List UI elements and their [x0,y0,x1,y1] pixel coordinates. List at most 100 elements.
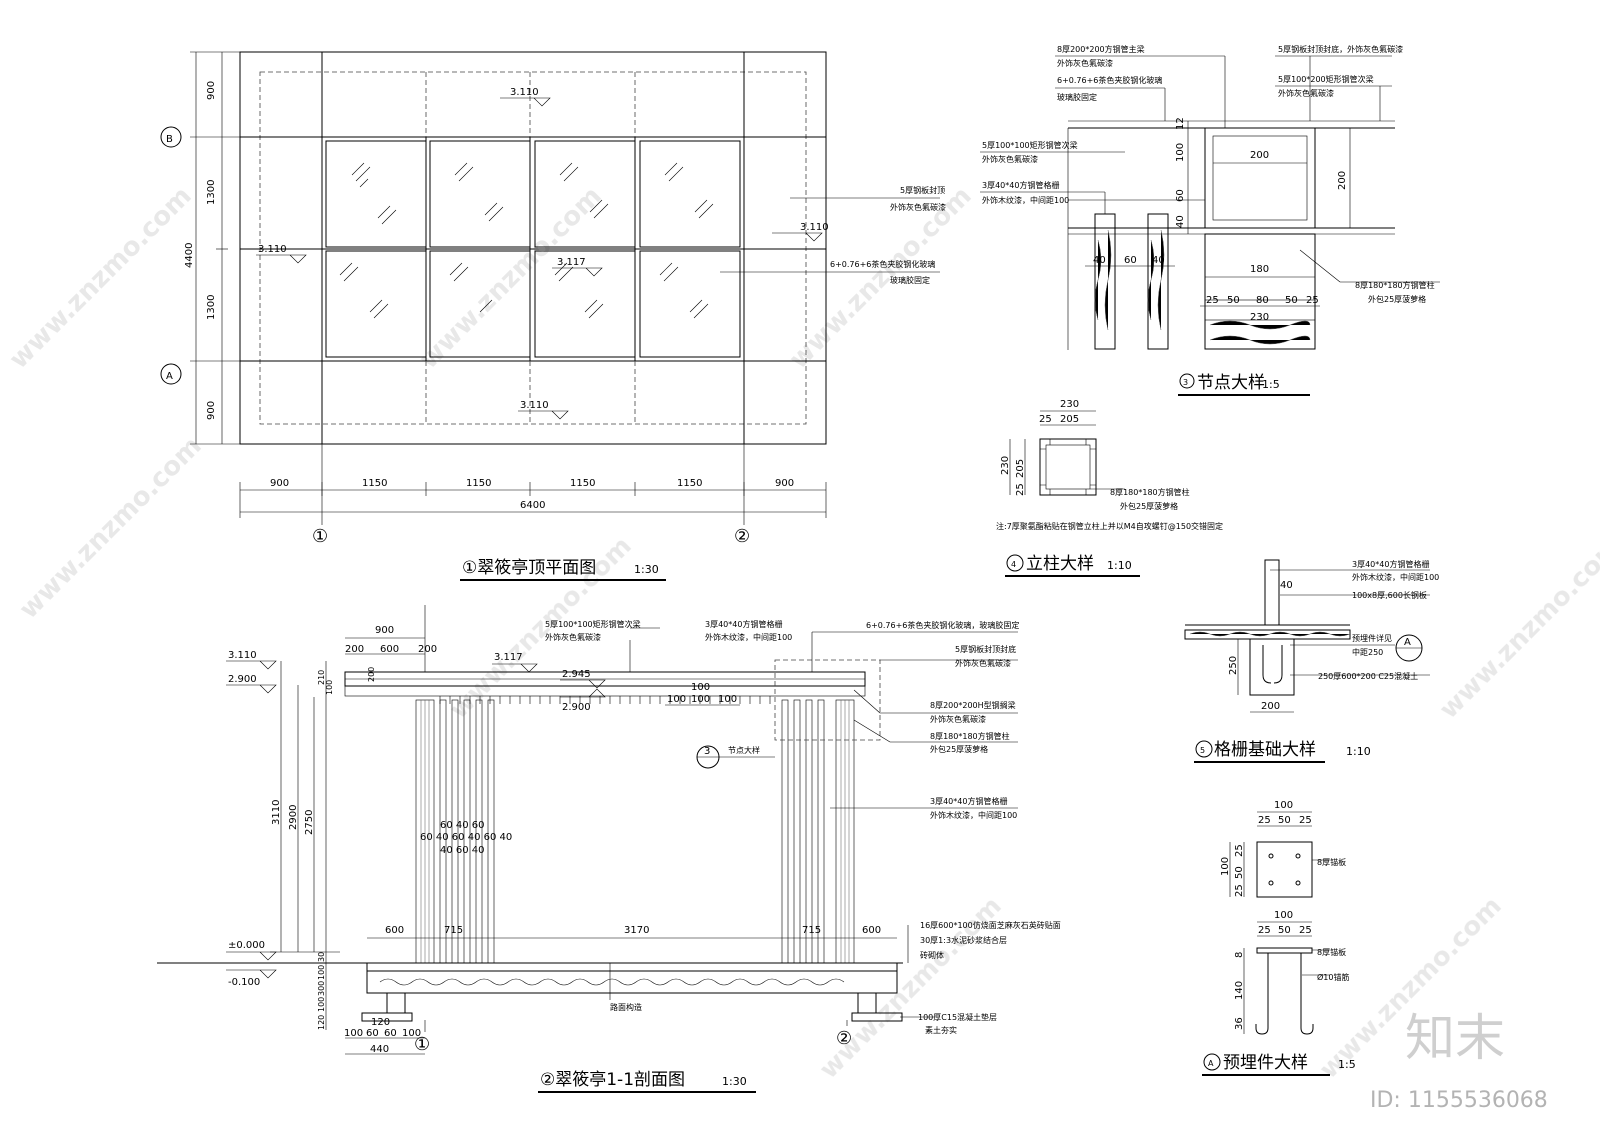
sec-vdim-120: 120 [317,1015,326,1030]
d3-dim-100: 100 [1175,143,1186,162]
d3-note9: 外饰灰色氟碳漆 [982,154,1038,164]
watermark-text: www.znzmo.com [4,181,198,375]
dim-bottom-2: 1150 [362,478,387,489]
d3-note3: 6+0.76+6茶色夹胶钢化玻璃 [1057,75,1162,85]
slat-dims-3: 40 60 40 [440,845,485,856]
node-ref-num: 3 [704,746,710,757]
sec-note-b1: 3厚40*40方钢管格栅 [705,619,782,629]
node-detail-3: 12 100 60 40 200 200 40 60 40 180 25 50 … [980,44,1440,396]
right-column-group [781,699,855,964]
da-dim-25b: 25 [1299,815,1312,826]
d5-note3: 100x8厚,600长钢板 [1352,590,1427,600]
d5-note4: 预埋件详见 [1352,633,1392,643]
plan-scale: 1:30 [634,563,659,576]
sec-vdim-30: 30 [317,952,326,962]
foot-100b: 100 [402,1028,421,1039]
plan-note1a: 5厚钢板封顶 [900,185,945,195]
d5-note6: 250厚600*200 C25混凝土 [1318,671,1418,681]
watermark-text: www.znzmo.com [414,181,608,375]
section-title: ②翠筱亭1-1剖面图 [540,1070,685,1090]
d5-scale: 1:10 [1346,745,1371,758]
sec-elev-2900b: 2.900 [562,702,591,713]
da-dim-25v2: 25 [1234,884,1245,897]
sec-note-h2: 30厚1:3水泥砂浆结合层 [920,935,1007,945]
d5-note5: 中距250 [1352,647,1383,657]
foot-440: 440 [370,1044,389,1055]
sec-dim-200b: 200 [418,644,437,655]
sec-note-f2: 外包25厚菠萝格 [930,744,988,754]
node-detail-box [774,659,881,741]
watermark-text: www.znzmo.com [14,431,208,625]
column-detail-4: 230 25 205 230 205 25 8厚180*180方钢管柱 外包25… [996,399,1223,577]
watermark-text: www.znzmo.com [1434,531,1600,725]
da-dim-36: 36 [1234,1017,1245,1030]
d3-dim-60: 60 [1175,189,1186,202]
concrete-footing [1249,638,1295,696]
sec-dim-900: 900 [375,625,394,636]
dim-left-2: 1300 [206,180,217,205]
brand-id: ID: 1155536068 [1370,1088,1548,1113]
d3-note5: 5厚钢板封顶封底，外饰灰色氟碳漆 [1278,44,1403,54]
d3-dim-40a: 40 [1175,215,1186,228]
sec-dim-100d: 100 [691,682,710,693]
d3-dim-40c: 40 [1152,255,1165,266]
plan-note2b: 玻璃胶固定 [890,275,930,285]
d3-scale: 1:5 [1262,378,1280,391]
d4-num: 4 [1011,560,1016,569]
sec-note-g2: 外饰木纹漆，中间距100 [930,810,1017,820]
sec-note-a1: 5厚100*100矩形钢管次梁 [545,619,641,629]
d3-dim-80: 80 [1256,295,1269,306]
d5-note1: 3厚40*40方钢管格栅 [1352,559,1429,569]
d3-title: 节点大样 [1197,373,1265,393]
d3-note6: 5厚100*200矩形钢管次梁 [1278,74,1374,84]
dim-left-4: 900 [206,401,217,420]
d3-note10: 3厚40*40方钢管格栅 [982,180,1059,190]
d3-note7: 外饰灰色氟碳漆 [1278,88,1334,98]
road-label: 路面构造 [610,1002,642,1012]
foot-60a: 60 [366,1028,379,1039]
sec-base-600b: 600 [862,925,881,936]
da-note2: 8厚锚板 [1317,947,1346,957]
d3-note1: 8厚200*200方钢管主梁 [1057,44,1145,54]
sec-note-c1: 6+0.76+6茶色夹胶钢化玻璃，玻璃胶固定 [866,620,1019,630]
da-dim-50a: 50 [1278,815,1291,826]
d3-dim-50a: 50 [1227,295,1240,306]
axis-b-label: B [166,134,173,145]
d3-dim-25a: 25 [1206,295,1219,306]
da-dim-25v1: 25 [1234,844,1245,857]
axis-1-label: ① [312,526,328,547]
d4-dim-25: 25 [1039,414,1052,425]
sec-vdim-3110: 3110 [271,800,282,825]
section-scale: 1:30 [722,1075,747,1088]
d4-dim-25v: 25 [1015,483,1026,496]
sec-note-g1: 3厚40*40方钢管格栅 [930,796,1007,806]
da-dim-8: 8 [1234,952,1245,958]
sec-elev-000: ±0.000 [228,940,265,951]
sec-vdim-100b: 100 [317,965,326,980]
watermark-text: www.znzmo.com [784,181,978,375]
plan-inner-dashed [259,71,807,425]
grille-foundation-detail-5: 40 250 200 3厚40*40方钢管格栅 外饰木纹漆，中间距100 100… [1184,559,1439,763]
da-num: A [1208,1059,1214,1068]
sec-elev-2900: 2.900 [228,674,257,685]
d4-dim-230v: 230 [1000,456,1011,475]
roof-plan: 3.110 3.110 3.110 3.117 3.110 5厚钢板封顶 外饰灰… [160,51,946,581]
da-dim-100v: 100 [1220,857,1231,876]
sec-note-i1: 100厚C15混凝土垫层 [918,1012,997,1022]
sec-vdim-300: 300 [317,981,326,996]
da-dim-140: 140 [1234,981,1245,1000]
d3-dim-50b: 50 [1285,295,1298,306]
d4-title: 立柱大样 [1026,554,1094,574]
sec-vdim-100c: 100 [317,997,326,1012]
sec-note-i2: 素土夯实 [925,1025,957,1035]
da-scale: 1:5 [1338,1058,1356,1071]
da-dim-25a: 25 [1258,815,1271,826]
plan-note2a: 6+0.76+6茶色夹胶钢化玻璃 [830,259,935,269]
sec-base-715a: 715 [444,925,463,936]
d5-note2: 外饰木纹漆，中间距100 [1352,572,1439,582]
sec-elev-2945: 2.945 [562,669,591,680]
sec-note-a2: 外饰灰色氟碳漆 [545,632,601,642]
plan-title: ①翠筱亭顶平面图 [462,558,596,578]
slat-dims-2: 60 40 60 40 60 40 [420,832,512,843]
sec-note-b2: 外饰木纹漆，中间距100 [705,632,792,642]
